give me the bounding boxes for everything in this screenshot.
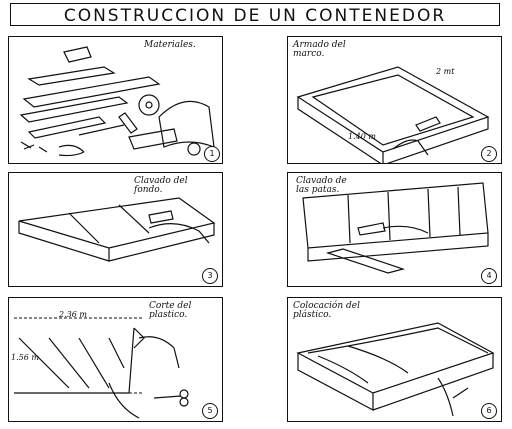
panel-materiales: Materiales. 1 — [8, 36, 223, 164]
panel-number: 2 — [481, 146, 497, 162]
panel-clavado-fondo: Clavado del fondo. 3 — [8, 172, 223, 287]
dimension-height: 1.56 m — [11, 353, 39, 362]
panel-clavado-patas: Clavado de las patas. 4 — [287, 172, 502, 287]
materials-drawing — [19, 46, 215, 157]
panel-caption: Materiales. — [144, 40, 196, 50]
title-box: CONSTRUCCION DE UN CONTENEDOR — [10, 3, 500, 26]
frame-drawing — [296, 66, 490, 163]
panel-caption: Colocación del plástico. — [293, 301, 360, 320]
plastic-placement-drawing — [296, 322, 495, 417]
plastic-cutting-drawing — [14, 317, 189, 419]
panel-armado-marco: Armado del marco. 2 mt 1.40 m 2 — [287, 36, 502, 164]
panel-number: 5 — [202, 403, 218, 419]
dimension-length: 2 mt — [436, 67, 455, 76]
legs-nailing-drawing — [302, 182, 489, 274]
panel-number: 4 — [481, 268, 497, 284]
panel-corte-plastico: Corte del plastico. 2.36 m 1.56 m 5 — [8, 297, 223, 422]
panel-caption: Clavado del fondo. — [134, 176, 188, 195]
panel-caption: Corte del plastico. — [149, 301, 192, 320]
bottom-nailing-drawing — [18, 197, 216, 262]
panel-number: 6 — [481, 403, 497, 419]
panel-caption: Armado del marco. — [293, 40, 346, 59]
panel-number: 3 — [202, 268, 218, 284]
page-title: CONSTRUCCION DE UN CONTENEDOR — [63, 6, 447, 26]
dimension-width: 1.40 m — [348, 132, 376, 141]
dimension-width: 2.36 m — [59, 310, 87, 319]
panel-caption: Clavado de las patas. — [296, 176, 347, 195]
panel-colocacion-plastico: Colocación del plástico. 6 — [287, 297, 502, 422]
panel-number: 1 — [204, 146, 220, 162]
